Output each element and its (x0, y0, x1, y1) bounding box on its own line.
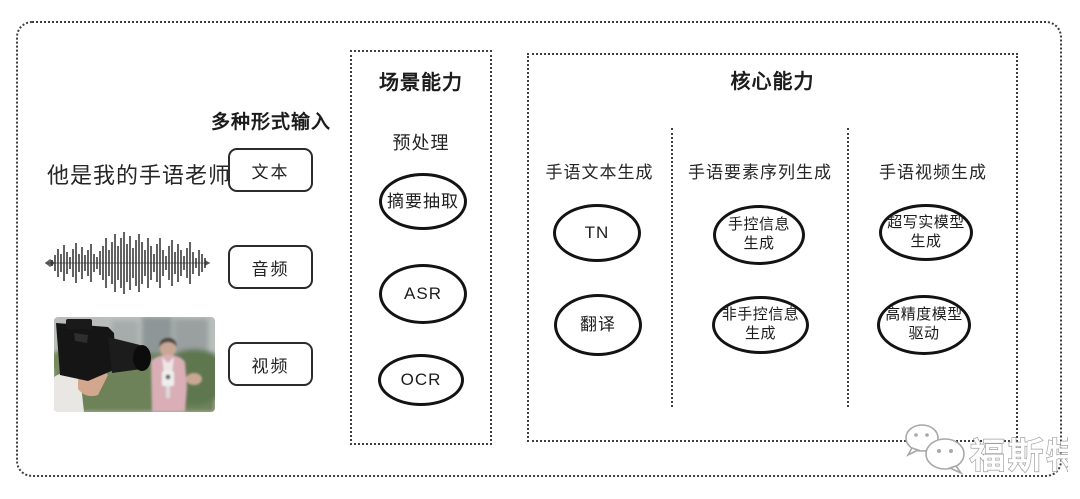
node-summary-extraction: 摘要抽取 (379, 173, 467, 230)
node-label: 驱动 (908, 325, 940, 342)
input-type-audio: 音频 (228, 245, 313, 289)
core-col2-header: 手语要素序列生成 (688, 163, 832, 182)
node-label: 生成 (743, 235, 775, 252)
input-type-video-label: 视频 (251, 356, 290, 376)
node-manual-info-generation: 手控信息 生成 (713, 205, 805, 265)
core-col1-header: 手语文本生成 (545, 163, 654, 182)
node-label: 生成 (744, 325, 776, 342)
node-ocr: OCR (378, 354, 464, 406)
node-high-precision-model-driving: 高精度模型 驱动 (877, 295, 971, 355)
video-thumbnail (54, 317, 215, 412)
node-translation: 翻译 (554, 294, 642, 356)
core-capability-frame (527, 53, 1018, 442)
input-type-text: 文本 (228, 148, 313, 192)
node-label: 翻译 (580, 315, 616, 335)
wechat-icon (905, 424, 965, 475)
core-col3-header: 手语视频生成 (879, 163, 987, 182)
preprocess-label: 预处理 (392, 133, 450, 153)
core-capability-title: 核心能力 (730, 71, 815, 93)
outer-frame (16, 21, 1062, 477)
node-label: 生成 (910, 232, 942, 250)
node-label: ASR (404, 284, 442, 304)
sample-sentence: 他是我的手语老师 (47, 163, 232, 188)
audio-waveform-icon (45, 230, 210, 296)
node-asr: ASR (379, 264, 467, 324)
input-type-text-label: 文本 (251, 162, 290, 182)
node-label: OCR (400, 370, 442, 390)
scene-capability-frame (350, 50, 492, 445)
core-column-divider-2 (847, 128, 849, 407)
input-type-video: 视频 (228, 342, 313, 386)
node-tn: TN (553, 204, 641, 262)
scene-capability-title: 场景能力 (379, 72, 463, 94)
node-non-manual-info-generation: 非手控信息 生成 (712, 296, 809, 354)
node-label: 摘要抽取 (387, 191, 459, 211)
watermark: 福斯特 (898, 418, 1080, 480)
node-label: 非手控信息 (721, 306, 800, 324)
inputs-heading: 多种形式输入 (210, 112, 331, 133)
input-type-audio-label: 音频 (251, 259, 290, 279)
svg-text:福斯特: 福斯特 (969, 437, 1068, 476)
node-label: 超写实模型 (887, 213, 965, 231)
core-column-divider-1 (671, 128, 673, 407)
node-label: 手控信息 (727, 216, 790, 234)
node-label: 高精度模型 (885, 306, 963, 324)
node-hyperrealistic-model-generation: 超写实模型 生成 (879, 204, 973, 261)
node-label: TN (584, 223, 610, 243)
